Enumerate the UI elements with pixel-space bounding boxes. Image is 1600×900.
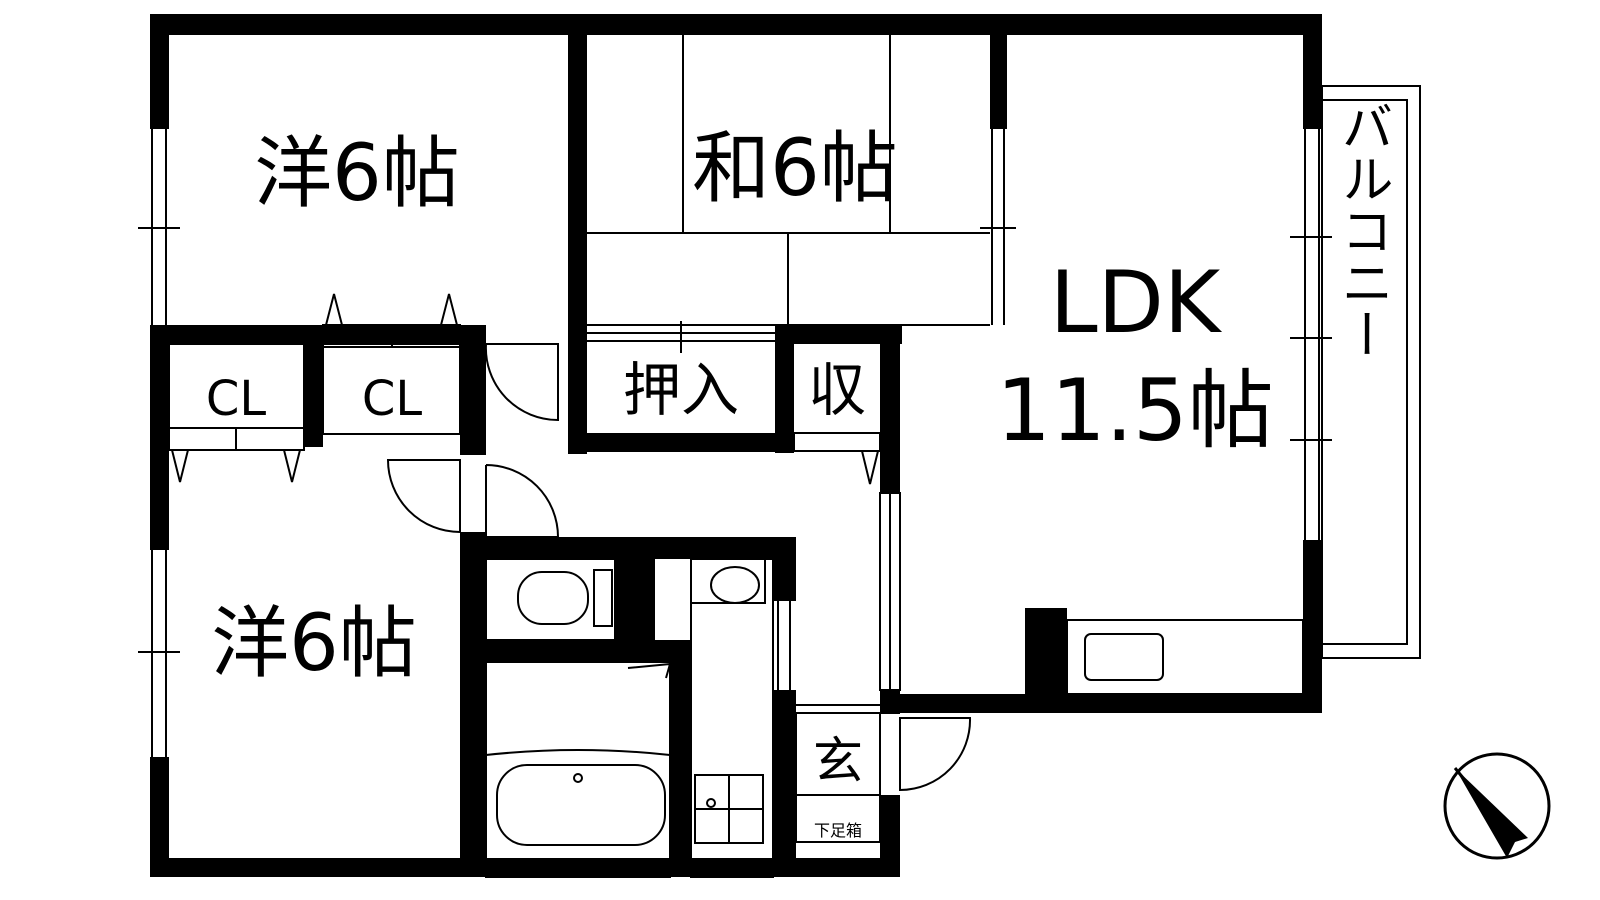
label-storage: 収 [808,356,866,424]
bedroom-right-wall [460,532,486,877]
label-oshiire: 押入 [623,356,739,424]
door-toilet [485,464,560,538]
label-ldk-size: 11.5帖 [996,361,1273,461]
bath-edge [485,749,671,756]
bathtub [496,764,666,846]
label-closet-left: CL [206,371,267,427]
toilet-bowl [517,571,589,625]
wall-japanese-ldk [990,14,1007,129]
toilet-room [485,558,616,641]
entrance-right-wall [880,690,900,714]
bath-right-wall [670,640,691,877]
toilet-tank [593,569,613,627]
closet-left-hinge-1 [171,449,189,483]
label-closet-right: CL [362,371,423,427]
walls [150,14,1322,877]
washroom-right-wall-upper [773,537,796,601]
label-balcony: バルコニー [1332,100,1392,360]
washroom-right-wall-lower [773,690,796,877]
storage-right-wall [880,325,900,493]
balcony-inner [1321,99,1408,645]
label-western-bottom: 洋6帖 [211,599,417,689]
washing-machine-drain [706,798,716,808]
closet-right-hinge-2 [440,293,458,326]
right-wall-lower [1303,540,1322,712]
shoe-box [795,794,881,843]
fixtures [138,35,1421,878]
right-wall-upper [1303,14,1322,129]
closet-left-hinge-2 [283,449,301,483]
kitchen-column [1025,608,1067,703]
door-western-bottom [386,459,461,534]
closet-right-wall [460,325,486,455]
label-entrance: 玄 [813,732,863,790]
bottom-wall [150,858,900,877]
top-wall [150,14,1320,35]
oshiire-right-wall [775,325,794,453]
label-ldk-title: LDK [1050,253,1223,353]
oshiire-left-wall [568,325,587,454]
closet-right-hinge-1 [325,293,343,326]
washroom [690,558,774,878]
washbasin [710,566,760,604]
bath-top-wall [486,640,691,662]
bathroom [485,661,671,878]
label-shoe-box: 下足箱 [814,821,862,840]
bath-door-mark [627,662,672,679]
bath-drain [573,773,583,783]
ldk-bottom-wall [880,694,1322,713]
door-entrance [899,717,972,792]
closet-divider [304,325,323,447]
storage-top-wall [775,325,902,344]
storage-hinge [861,450,879,485]
label-japanese: 和6帖 [692,124,898,214]
left-wall-upper [150,14,169,129]
kitchen-sink [1084,633,1164,681]
north-arrow-icon [1443,752,1551,860]
storage-door [793,432,881,452]
closet-right-box [322,343,461,435]
oshiire-bottom-wall [568,433,790,452]
door-western-top [484,343,559,422]
kitchen-counter [1066,619,1304,695]
label-western-top: 洋6帖 [254,129,460,219]
left-wall-closet [150,428,169,550]
left-wall-lower [150,757,169,877]
room-labels: 洋6帖 和6帖 LDK 11.5帖 洋6帖 CL CL 押入 収 玄 下足箱 バ… [206,100,1392,840]
closet-left-box [168,343,305,429]
entrance-right-wall-lower [880,795,900,877]
